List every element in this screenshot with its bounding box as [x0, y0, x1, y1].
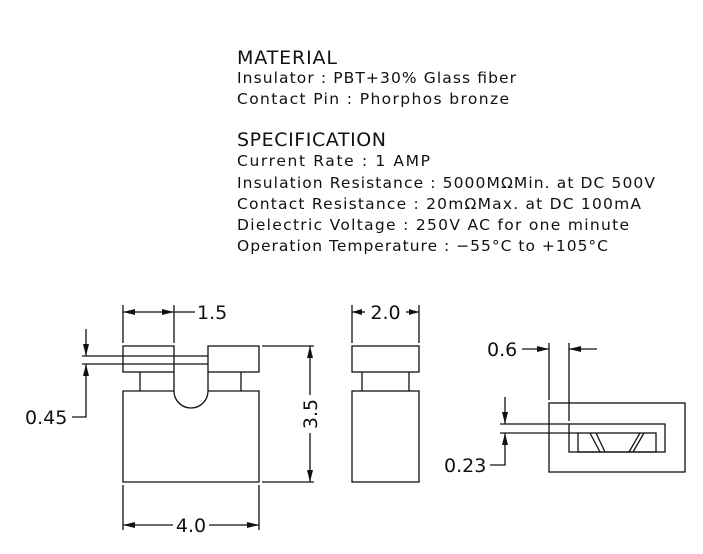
- dim-width: 4.0: [176, 515, 206, 537]
- dim-offset: 0.6: [487, 339, 517, 361]
- front-view: [82, 345, 260, 483]
- spec-line: Dielectric Voltage : 250V AC for one min…: [237, 216, 629, 234]
- material-heading: MATERIAL: [237, 47, 337, 69]
- dim-pin-width: 1.5: [197, 302, 227, 324]
- front-dimensions: 1.5 0.45 3.5 4.0: [25, 302, 322, 537]
- side-view: 2.0: [351, 302, 420, 483]
- top-dimensions: 0.6 0.23: [444, 339, 597, 477]
- specification-heading: SPECIFICATION: [237, 129, 386, 151]
- spec-line: Insulation Resistance : 5000MΩMin. at DC…: [237, 174, 655, 192]
- material-line: Insulator : PBT+30% Glass fiber: [237, 69, 517, 87]
- material-line: Contact Pin : Phorphos bronze: [237, 90, 509, 108]
- spec-line: Contact Resistance : 20mΩMax. at DC 100m…: [237, 195, 641, 213]
- dim-side-width: 2.0: [370, 302, 400, 324]
- spec-text: MATERIAL Insulator : PBT+30% Glass fiber…: [237, 47, 655, 255]
- spec-line: Operation Temperature : −55°C to +105°C: [237, 237, 608, 255]
- spec-line: Current Rate : 1 AMP: [237, 152, 430, 170]
- dim-gap: 0.45: [25, 407, 67, 429]
- dim-height: 3.5: [300, 399, 322, 429]
- dim-top-gap: 0.23: [444, 455, 486, 477]
- top-view: [500, 402, 686, 473]
